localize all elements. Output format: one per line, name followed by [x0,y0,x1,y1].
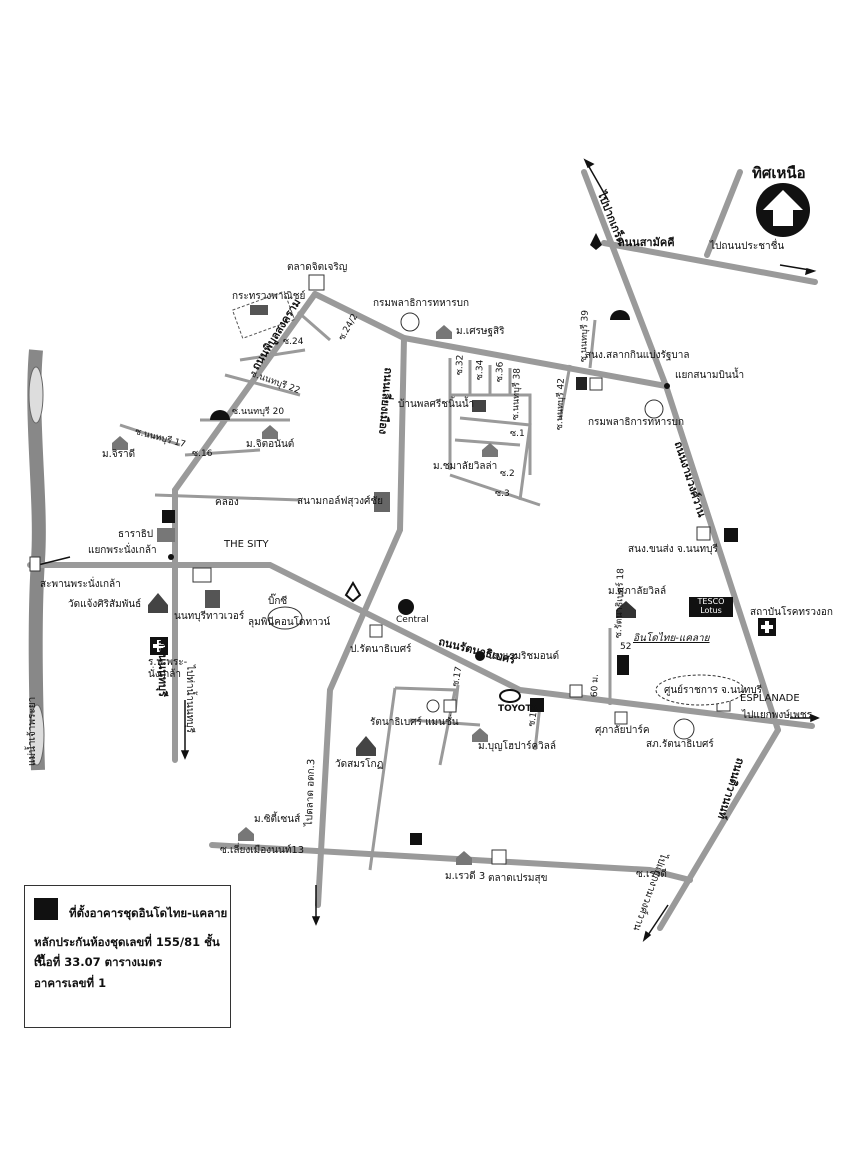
building-icon [472,400,486,412]
label-military-dept: กรมพลาธิการทหารบก [373,298,470,309]
label-hospital-2: นั่งเกล้า [148,669,181,680]
label-chao-phraya: แม่น้ำเจ้าพระยา [27,696,38,766]
label-talat-pramsuk: ตลาดเปรมสุข [488,873,548,884]
golf-icon [374,492,390,512]
location-marker [617,655,629,675]
central-icon [398,599,414,615]
label-soi-38: ซ.นนทบุรี 38 [511,367,523,421]
legend-line-1: ที่ตั้งอาคารชุดอินโดไทย-แคลาย [69,906,228,920]
label-talat-chit-charoen: ตลาดจิตเจริญ [287,262,348,273]
label-yaek-phra-nang-klao: แยกพระนั่งเกล้า [88,545,157,556]
label-wat-chaeng: วัดแจ้งศิริสัมพันธ์ [68,599,142,610]
road-to-sanam-bin-nam [401,335,669,389]
road-nonthaburi [172,291,318,763]
label-sanam-bin-nam: แยกสนามบินน้ำ [675,370,745,381]
label-to-prachachuen: ไปถนนประชาชื่น [710,241,785,252]
label-m-bunyapark: ม.บุญโฮปาร์ควิลล์ [478,741,557,752]
label-central: Central [396,615,429,625]
toyota-icon [499,689,521,703]
label-soi-3: ซ.3 [495,489,510,499]
house-icon [112,325,636,865]
label-post-office: ป.รัตนาธิเบศร์ [350,644,412,655]
legend-box: ที่ตั้งอาคารชุดอินโดไทย-แคลาย หลักประกัน… [24,885,231,1028]
label-big-c: บิ๊กซี [268,596,288,607]
label-soi-24: ซ.24 [283,337,304,347]
label-ban-phon: บ้านพลศรีชนิ้นน้ำ [398,399,475,410]
label-esplanade: ESPLANADE [740,693,800,704]
label-satun: สนง.สลากกินแบ่งรัฐบาล [585,350,690,361]
label-to-khae-rai: ไปแยกพงษ์เพชร [742,710,812,721]
label-police: สภ.รัตนาธิเบศร์ [646,739,714,750]
ptt-icon [344,233,602,603]
label-golf: สนามกอล์ฟสุวงศ์ชัย [297,496,384,507]
legend-line-4: อาคารเลขที่ 1 [34,976,107,990]
label-soi-36: ซ.36 [495,361,506,383]
north-label: ทิศเหนือ [752,164,806,182]
label-m-chiwadi: ม.จิราดี [102,449,136,460]
label-60m: 60 ม. [590,673,601,698]
label-m-chamari: ม.ชมาลัยวิลล่า [433,461,498,472]
label-to-nonthaburi-pier: ไปท่าน้ำนนทบุรี [184,665,195,734]
label-m-chitnan: ม.จิตอนันต์ [246,439,295,450]
label-m-setthasiri: ม.เศรษฐสิริ [456,326,505,337]
road-tiwanon [657,727,781,931]
label-num-52: 52 [620,642,632,652]
label-emerald-hotel: โรงแรมริชมอนด์ [487,651,560,662]
label-intouch: อินโดไทย-แคลาย [633,633,710,644]
label-soi-2: ซ.2 [500,469,515,479]
label-military-dept-2: กรมพลาธิการทหารบก [588,417,685,428]
label-soi-16: ซ.16 [192,449,213,459]
label-lumpini: ลุมพินีคอนโดทาวน์ [248,617,331,628]
legend-marker [34,898,58,920]
label-snong-chonsong: สนง.ขนส่ง จ.นนทบุรี [628,544,718,555]
label-soi-34: ซ.34 [475,359,486,381]
label-soi-rewadi: ซ.เรวดี [636,869,667,880]
label-bridge: สะพานพระนั่งเกล้า [40,579,121,590]
label-toyota: TOYOTA [498,704,538,714]
road-liang-mueang [312,291,408,908]
road-prachachuen [704,169,743,258]
label-commerce-ministry: กระทรวงพาณิชย์ [232,291,306,302]
label-soi-42: ซ.นนทบุรี 42 [555,377,567,431]
road-rattanathibet [27,562,815,729]
legend-line-2: หลักประกันห้องชุดเลขที่ 155/81 ชั้น 4 [34,935,220,966]
road-soi-liang-mueang-13 [209,842,693,883]
label-soi-1: ซ.1 [510,429,525,439]
label-the-sity: THE SITY [224,539,269,550]
label-soi-liang-mueang-13: ซ.เลี่ยงเมืองนนท์13 [220,845,305,856]
label-soi-32: ซ.32 [455,354,466,376]
label-tharathip: ธาราธิป [118,529,154,540]
road-samakkhi [601,240,818,285]
hospital-icon [150,618,776,655]
label-supalai-park: ศุภาลัยปาร์ค [595,725,650,736]
label-bamrasnaradura: สถาบันโรคทรวงอก [750,607,833,618]
label-khlong: คลอง [215,497,239,508]
shell-icon [210,310,630,420]
north-arrow-icon [756,183,810,237]
label-samakkhi: ถนนสามัคคี [618,236,675,249]
label-hospital-1: ร.พ.พระ- [148,657,188,668]
label-nonthaburi-tower: นนทบุรีทาวเวอร์ [174,611,245,622]
label-m-city-sense: ม.ซิตี้เซนส์ [254,814,301,825]
temple-icon [148,593,376,756]
label-soi-20: ซ.นนทบุรี 20 [232,407,285,417]
label-m-suksan: ม.ศุภาลัยวิลล์ [608,586,667,597]
label-m-rewadi-3: ม.เรวดี 3 [445,871,486,882]
legend-line-3: เนื้อที่ 33.07 ตารางเมตร [34,955,162,969]
seven-eleven-icon [576,377,587,390]
label-central-gov: ศูนย์ราชการ จ.นนทบุรี [664,685,763,696]
label-rattanathibet-mansion: รัตนาธิเบศร์ แมนชั่น [370,717,459,728]
label-wat-sommanotai: วัดสมรโกฏ [335,759,384,770]
